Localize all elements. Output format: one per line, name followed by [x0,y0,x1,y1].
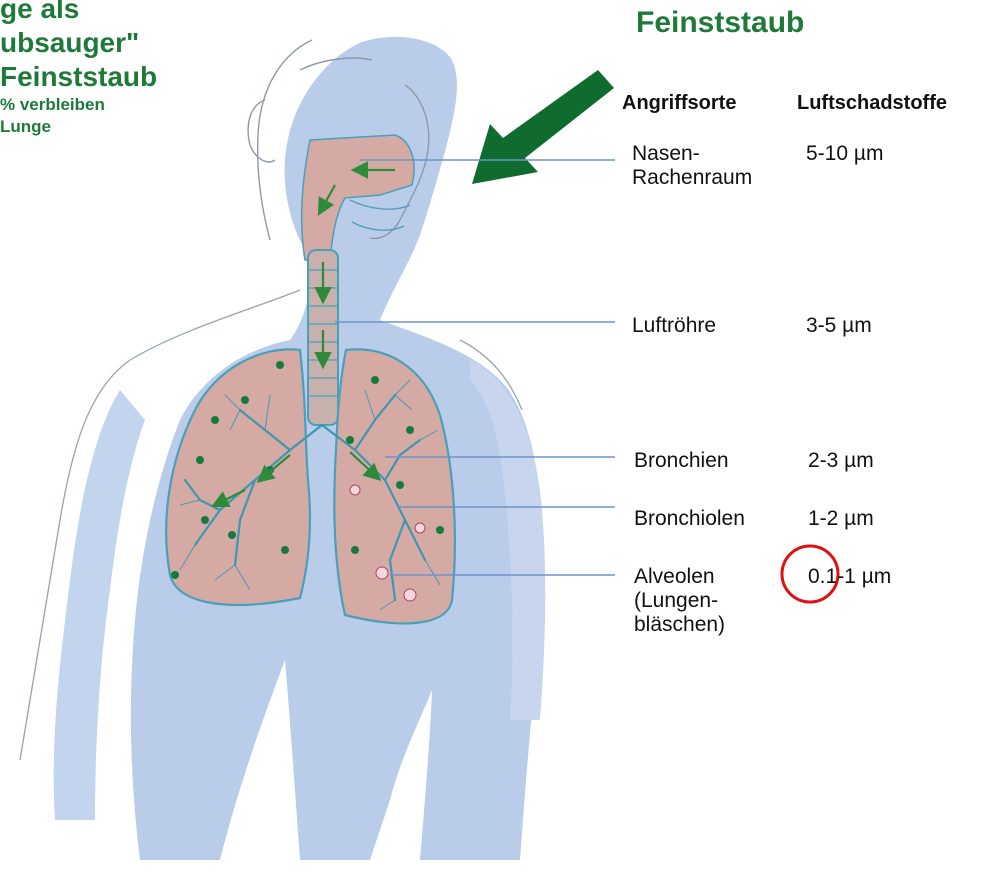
column-header-site: Angriffsorte [622,92,736,115]
inhalation-arrow [472,70,614,184]
left-title-line1: ge als [0,0,157,26]
size-label-bronchioles: 1-2 µm [808,507,874,531]
site-label-nasal: Nasen- Rachenraum [632,142,752,190]
site-label-bronchioles: Bronchiolen [634,507,745,531]
right-title: Feinststaub [636,6,804,40]
left-title-line4: % verbleiben [0,94,157,116]
size-label-nasal: 5-10 µm [806,142,883,166]
left-lung [166,349,310,605]
left-title: ge als ubsauger" Feinststaub % verbleibe… [0,0,157,138]
left-title-line3: Feinststaub [0,60,157,94]
site-label-alveoli: Alveolen (Lungen- bläschen) [634,565,725,637]
site-label-bronchi: Bronchien [634,449,729,473]
column-header-pollutant: Luftschadstoffe [797,92,947,115]
left-title-line5: Lunge [0,116,157,138]
size-label-alveoli: 0.1-1 µm [808,565,891,589]
left-title-line2: ubsauger" [0,26,157,60]
size-label-trachea: 3-5 µm [806,314,872,338]
left-arm [54,390,145,820]
size-label-bronchi: 2-3 µm [808,449,874,473]
site-label-trachea: Luftröhre [632,314,716,338]
